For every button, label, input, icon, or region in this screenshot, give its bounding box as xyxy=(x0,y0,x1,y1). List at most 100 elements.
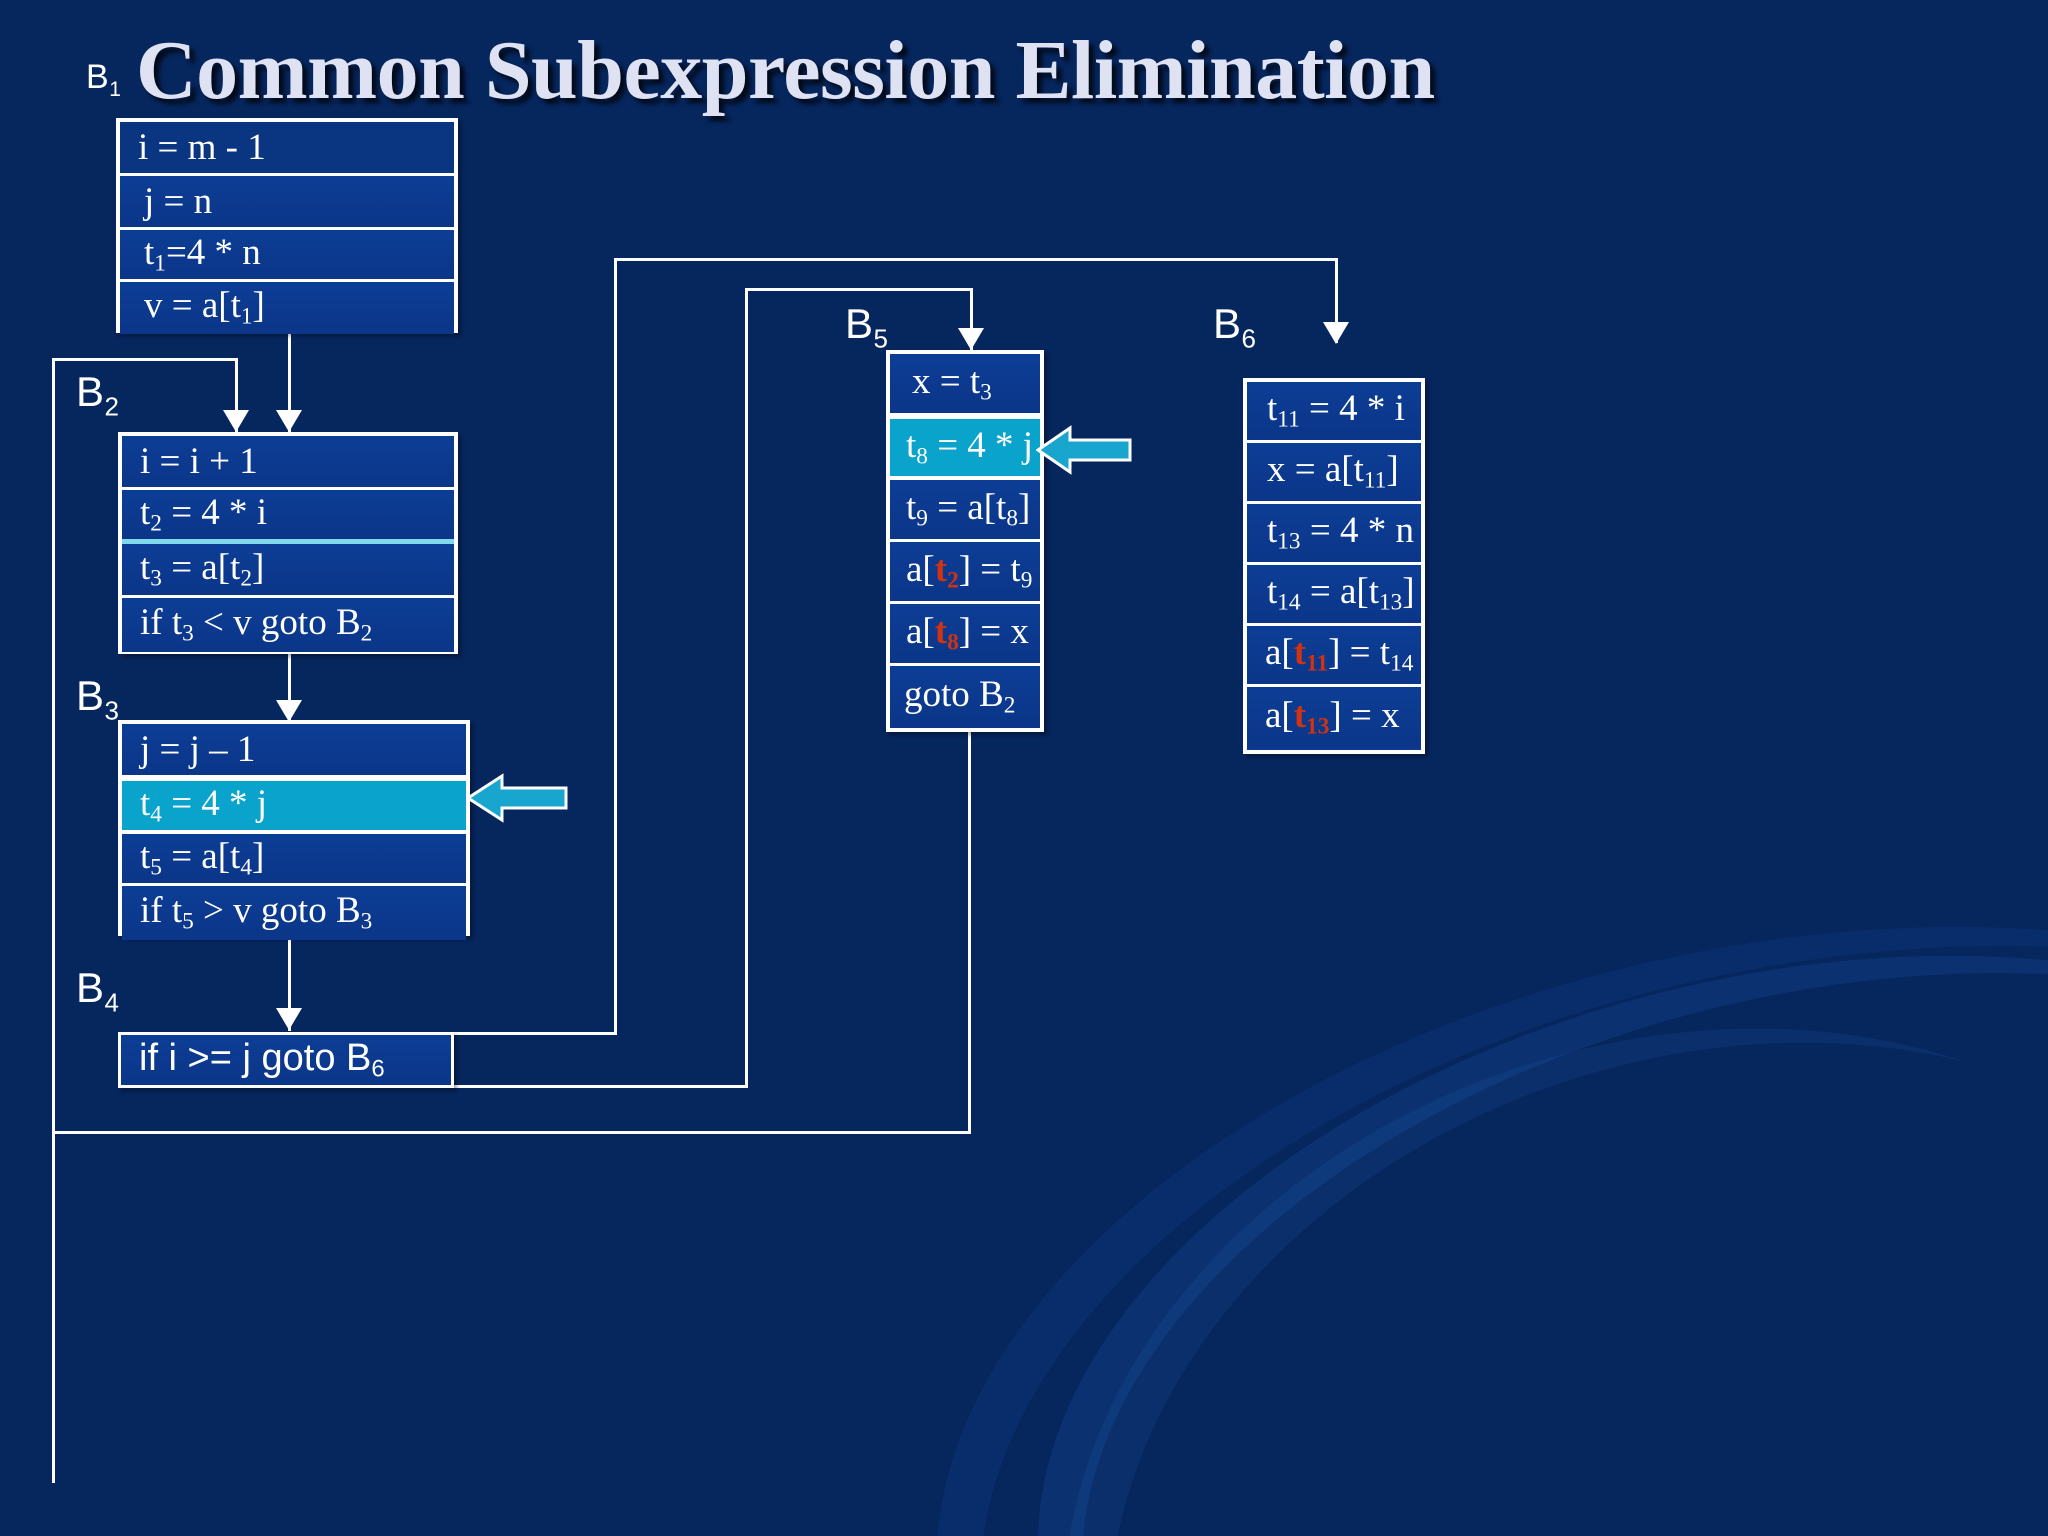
connector-b6-entry-vert xyxy=(1335,258,1338,343)
code-text-part: t xyxy=(1293,694,1307,736)
code-text-red: t2 xyxy=(934,548,959,594)
code-subscript: 13 xyxy=(1378,589,1403,616)
code-text-part: a[ xyxy=(906,610,935,652)
code-text-part: > v goto B xyxy=(193,890,361,932)
connector-b4-to-b6-vert xyxy=(614,258,617,1035)
code-text-part: a[ xyxy=(906,548,935,590)
code-text-part: if t xyxy=(140,602,183,644)
code-text-part: t xyxy=(1293,632,1307,674)
code-subscript: 11 xyxy=(1363,467,1387,494)
code-text: t3 = a[t2] xyxy=(140,549,264,591)
code-text: t4 = 4 * j xyxy=(140,785,267,827)
code-text-part: = 4 * j xyxy=(161,782,268,824)
connector-b5-entry-vert xyxy=(970,288,973,350)
code-subscript: 6 xyxy=(371,1055,385,1083)
code-subscript: 4 xyxy=(240,854,252,881)
code-subscript: 3 xyxy=(182,620,194,647)
code-text: goto B2 xyxy=(904,676,1015,718)
connector-b4-to-b6-lower xyxy=(452,1032,617,1035)
code-row: j = n xyxy=(120,176,454,230)
code-row: x = t3 xyxy=(890,354,1040,416)
code-text-part: = a[t xyxy=(161,546,241,588)
connector-b4-to-b5-top xyxy=(745,288,973,291)
callout-arrow-b5 xyxy=(1036,424,1132,476)
code-subscript: 1 xyxy=(240,303,253,330)
code-row: a[t11] = t14 xyxy=(1247,626,1421,687)
code-text: a[t11] = t14 xyxy=(1265,634,1413,676)
block-label-b3-subscript: 3 xyxy=(104,695,120,726)
connector-b4-to-b5-horiz xyxy=(452,1085,748,1088)
code-text: if t5 > v goto B3 xyxy=(140,892,372,934)
code-text-part: ] xyxy=(1386,449,1399,491)
code-text-part: < v goto B xyxy=(193,602,361,644)
code-subscript: 2 xyxy=(360,620,373,647)
code-row: if t3 < v goto B2 xyxy=(122,598,454,652)
code-row: a[t13] = x xyxy=(1247,687,1421,748)
code-row: i = i + 1 xyxy=(122,436,454,490)
code-text: t14 = a[t13] xyxy=(1267,573,1415,615)
code-row: a[t8] = x xyxy=(890,604,1040,666)
code-row: t14 = a[t13] xyxy=(1247,565,1421,626)
code-text-part: t xyxy=(140,546,151,588)
code-text-red: t8 xyxy=(935,611,959,656)
code-text: t11 = 4 * i xyxy=(1267,390,1405,432)
code-subscript: 2 xyxy=(947,567,959,594)
basic-block-b1: i = m - 1 j = n t1=4 * n v = a[t1] xyxy=(116,118,458,334)
code-text-red: t11 xyxy=(1293,632,1328,675)
code-text: j = j – 1 xyxy=(140,729,256,770)
code-subscript: 3 xyxy=(980,379,992,406)
block-label-b4-letter: B xyxy=(76,964,105,1011)
code-subscript: 1 xyxy=(154,250,166,277)
block-label-b6: B6 xyxy=(1213,300,1256,354)
code-text: t5 = a[t4] xyxy=(140,838,264,880)
code-subscript: 8 xyxy=(1006,505,1018,532)
title-row: B1 Common Subexpression Elimination xyxy=(78,18,1978,128)
code-subscript: 13 xyxy=(1306,713,1330,740)
code-text: if i >= j goto B6 xyxy=(139,1039,385,1082)
connector-b3-to-b4 xyxy=(288,936,291,1031)
code-text: t1=4 * n xyxy=(138,234,261,276)
code-text-part: ] = x xyxy=(958,610,1029,652)
basic-block-b6: t11 = 4 * i x = a[t11] t13 = 4 * n t14 =… xyxy=(1243,378,1425,754)
outline-b2-top xyxy=(52,358,238,361)
code-row: t5 = a[t4] xyxy=(122,834,466,886)
arrowhead-b6-entry xyxy=(1323,322,1349,344)
code-subscript: 8 xyxy=(947,629,959,656)
code-text: if t3 < v goto B2 xyxy=(140,604,372,646)
background-swoosh-2 xyxy=(883,800,2048,1536)
code-row: i = m - 1 xyxy=(120,122,454,176)
code-text-part: = a[t xyxy=(927,486,1007,528)
code-text-part: t xyxy=(934,548,948,590)
code-text-part: t xyxy=(140,835,151,877)
code-text-part: v = a[t xyxy=(144,285,241,327)
block-label-b4: B4 xyxy=(76,964,119,1018)
connector-b5-to-b2-vert xyxy=(968,732,971,1134)
code-row: j = j – 1 xyxy=(122,724,466,778)
basic-block-b2: i = i + 1 t2 = 4 * i t3 = a[t2] if t3 < … xyxy=(118,432,458,654)
code-row: t2 = 4 * i xyxy=(122,490,454,544)
code-text-part: t xyxy=(906,486,917,528)
block-label-b1-subscript: 1 xyxy=(109,77,122,101)
code-row: x = a[t11] xyxy=(1247,443,1421,504)
code-row: t9 = a[t8] xyxy=(890,480,1040,542)
code-text-part: goto B xyxy=(904,674,1004,716)
code-text-part: t xyxy=(1267,388,1278,430)
code-text-part: t xyxy=(140,782,151,824)
code-text-part: x = a[t xyxy=(1267,449,1364,491)
code-row: t11 = 4 * i xyxy=(1247,382,1421,443)
code-subscript: 11 xyxy=(1306,650,1329,677)
code-text: t2 = 4 * i xyxy=(140,494,267,536)
code-text-part: t xyxy=(144,231,155,273)
code-text-part: = 4 * n xyxy=(1300,510,1414,552)
code-text-part: ] xyxy=(251,835,265,877)
code-text-part: ] xyxy=(1402,571,1415,613)
code-subscript: 2 xyxy=(240,565,252,592)
code-text: i = i + 1 xyxy=(140,441,258,482)
code-text-part: if i >= j goto B xyxy=(139,1036,372,1079)
code-text-part: = 4 * j xyxy=(927,424,1034,466)
code-text-part: t xyxy=(1267,571,1278,613)
block-label-b3: B3 xyxy=(76,672,119,726)
code-text: t13 = 4 * n xyxy=(1267,512,1414,554)
code-subscript: 4 xyxy=(150,801,162,828)
code-text-part: ] xyxy=(1017,486,1031,528)
